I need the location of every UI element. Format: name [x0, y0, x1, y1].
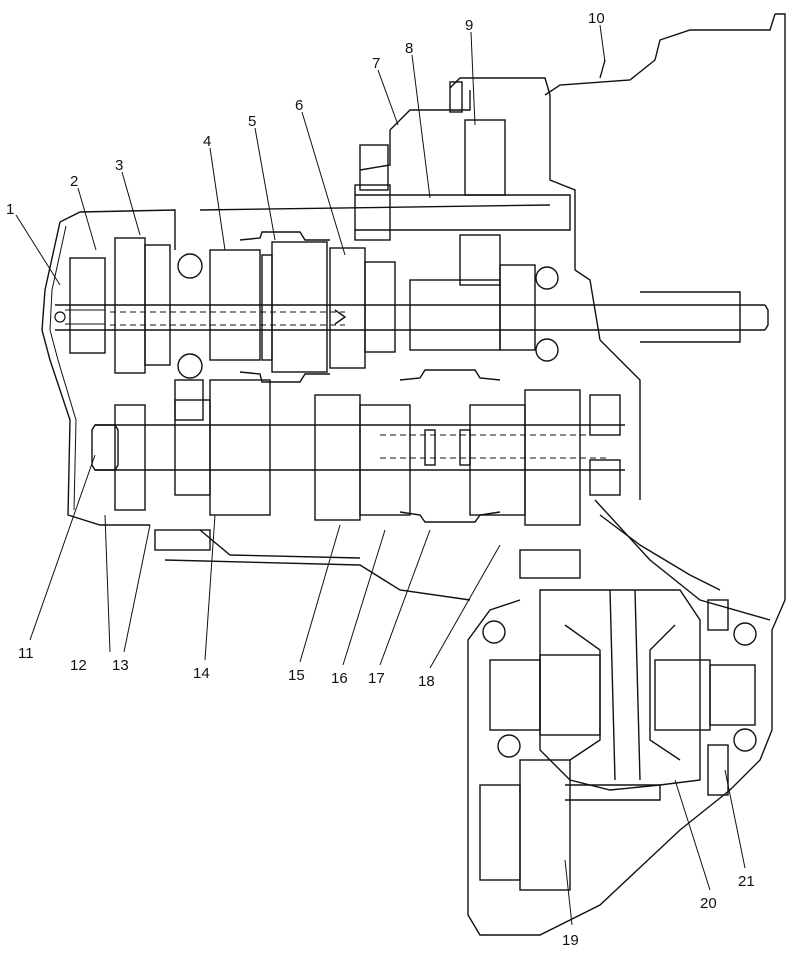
- callout-4: 4: [203, 133, 211, 150]
- callout-3: 3: [115, 157, 123, 174]
- callout-7: 7: [372, 55, 380, 72]
- callout-16: 16: [331, 670, 348, 687]
- callout-2: 2: [70, 173, 78, 190]
- differential-assembly: [479, 589, 756, 891]
- shift-rod-assembly: [354, 119, 571, 286]
- callout-17: 17: [368, 670, 385, 687]
- callout-14: 14: [193, 665, 210, 682]
- callout-11: 11: [18, 645, 34, 662]
- callout-19: 19: [562, 932, 579, 949]
- bearings: [174, 253, 757, 758]
- callout-5: 5: [248, 113, 256, 130]
- callout-12: 12: [70, 657, 87, 674]
- upper-gear-set: [69, 231, 536, 383]
- callout-labels: 1 2 3 4 5 6 7 8 9 10 11 12 13 14 15 16 1…: [6, 10, 755, 949]
- callout-13: 13: [112, 657, 129, 674]
- callout-20: 20: [700, 895, 717, 912]
- bolts: [154, 81, 581, 579]
- transmission-case-outline: [41, 13, 786, 936]
- callout-18: 18: [418, 673, 435, 690]
- callout-15: 15: [288, 667, 305, 684]
- callout-10: 10: [588, 10, 605, 27]
- callout-1: 1: [6, 201, 14, 218]
- leader-lines: [15, 24, 746, 926]
- main-shaft: [54, 291, 769, 343]
- callout-6: 6: [295, 97, 303, 114]
- callout-9: 9: [465, 17, 473, 34]
- counter-shaft: [91, 424, 625, 471]
- lower-gear-set: [114, 369, 581, 526]
- callout-8: 8: [405, 40, 413, 57]
- callout-21: 21: [738, 873, 755, 890]
